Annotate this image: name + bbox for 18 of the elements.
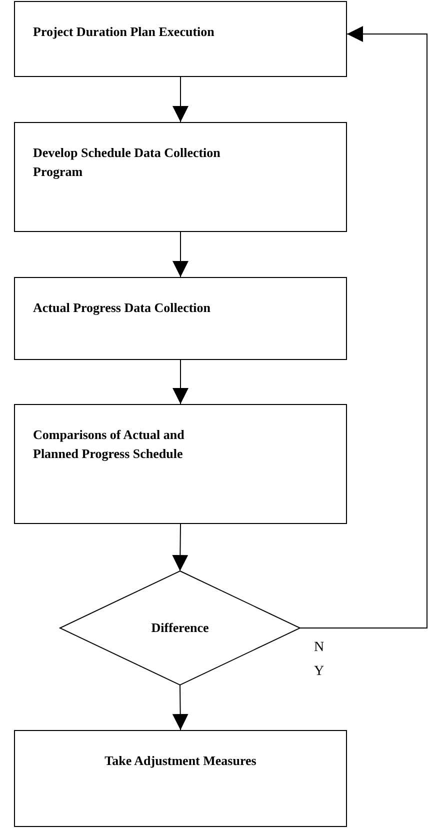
process-box bbox=[14, 1, 347, 77]
box-label: Develop Schedule Data Collection Program bbox=[33, 144, 222, 181]
arrow bbox=[172, 684, 188, 730]
decision-diamond bbox=[58, 570, 302, 686]
arrow bbox=[172, 524, 188, 572]
process-box bbox=[14, 404, 347, 524]
process-box bbox=[14, 277, 347, 360]
process-box bbox=[14, 730, 347, 827]
process-box bbox=[14, 122, 347, 232]
arrow bbox=[172, 232, 188, 278]
box-label: Comparisons of Actual and Planned Progress Schedule bbox=[33, 426, 186, 463]
box-label: Actual Progress Data Collection bbox=[33, 299, 212, 317]
box-label: Project Duration Plan Execution bbox=[33, 23, 216, 41]
arrow bbox=[300, 26, 428, 628]
arrow bbox=[172, 76, 188, 122]
decision-label: Difference bbox=[151, 619, 209, 638]
arrow bbox=[172, 360, 188, 404]
box-label: Take Adjustment Measures bbox=[104, 752, 258, 770]
